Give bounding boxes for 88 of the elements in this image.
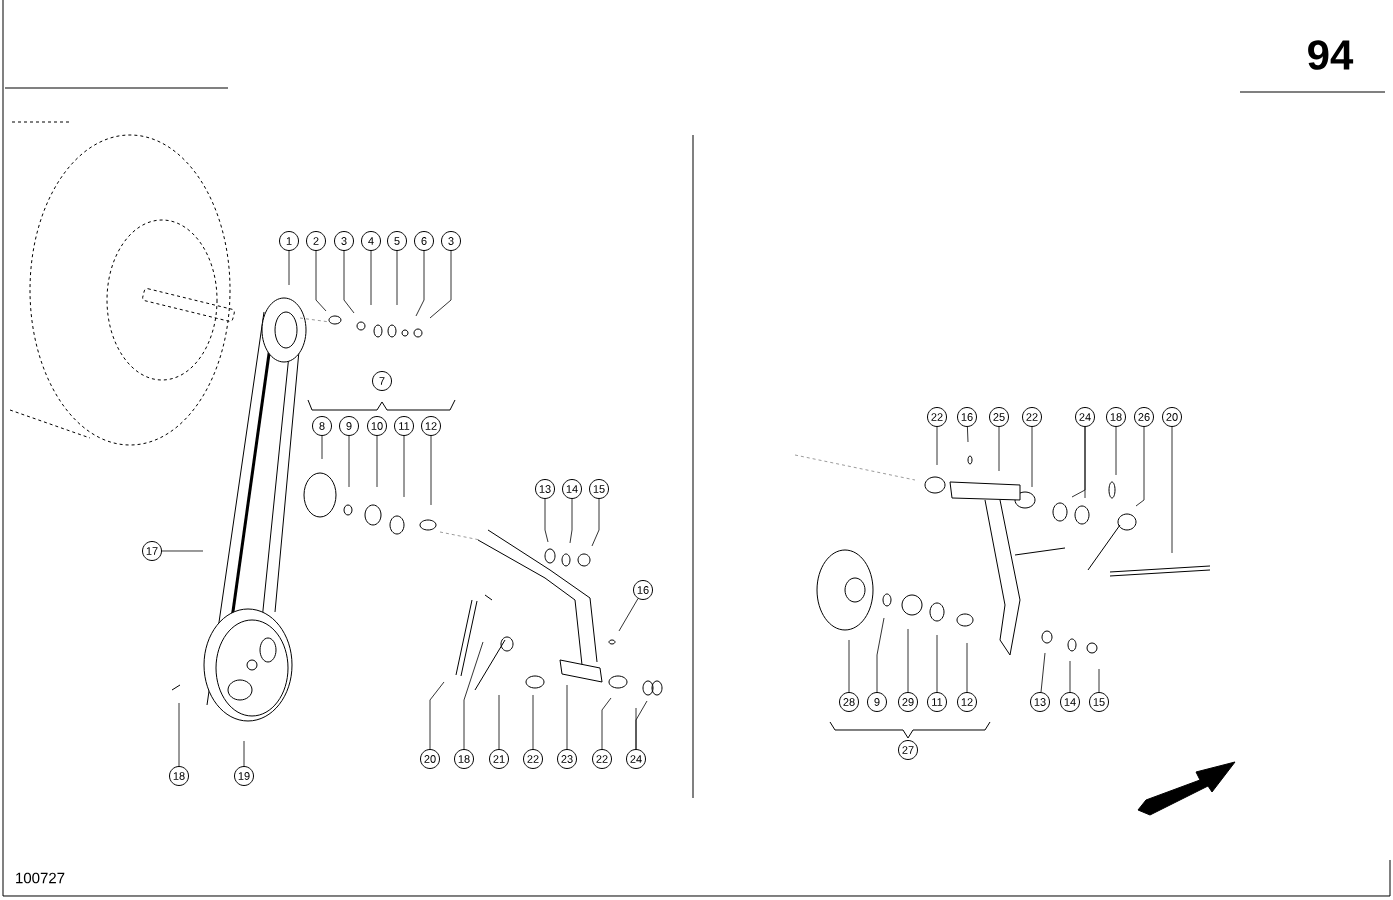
- callout-number: 14: [562, 479, 582, 499]
- callout-number: 21: [489, 749, 509, 769]
- callout-number: 14: [1060, 692, 1080, 712]
- callout-number: 3: [334, 231, 354, 251]
- callout-number: 5: [387, 231, 407, 251]
- callout-number: 20: [1162, 407, 1182, 427]
- callout-number: 18: [454, 749, 474, 769]
- leader-line: [1098, 668, 1100, 693]
- callout-number: 13: [1030, 692, 1050, 712]
- leader-line: [1069, 660, 1071, 693]
- callout-number: 7: [372, 371, 392, 391]
- callout-number: 22: [592, 749, 612, 769]
- callout-number: 1: [279, 231, 299, 251]
- page-number: 94: [1308, 40, 1354, 70]
- callout-number: 12: [421, 416, 441, 436]
- leader-line: [463, 641, 484, 750]
- callout-number: 22: [523, 749, 543, 769]
- callout-number: 11: [927, 692, 947, 712]
- leader-line: [618, 598, 639, 632]
- leader-line: [376, 435, 378, 488]
- leader-line: [429, 681, 445, 750]
- callout-number: 15: [589, 479, 609, 499]
- leader-line: [591, 498, 600, 547]
- leader-line: [396, 250, 398, 306]
- callout-number: 3: [441, 231, 461, 251]
- callout-number: 22: [1022, 407, 1042, 427]
- leader-line: [243, 740, 245, 767]
- leader-line: [348, 435, 350, 488]
- leader-line: [936, 426, 938, 466]
- callout-number: 24: [626, 749, 646, 769]
- leader-line: [161, 550, 204, 552]
- callout-number: 2: [306, 231, 326, 251]
- callout-number: 18: [169, 766, 189, 786]
- leader-line: [848, 639, 850, 693]
- callout-number: 12: [957, 692, 977, 712]
- leader-line: [967, 426, 969, 443]
- leader-line: [1084, 426, 1086, 499]
- leader-line: [601, 697, 612, 750]
- callout-number: 27: [898, 740, 918, 760]
- callout-number: 25: [989, 407, 1009, 427]
- callout-number: 24: [1075, 407, 1095, 427]
- callout-number: 13: [535, 479, 555, 499]
- callout-number: 4: [361, 231, 381, 251]
- leader-line: [998, 426, 1000, 472]
- callout-number: 29: [898, 692, 918, 712]
- leader-line: [566, 684, 568, 750]
- callout-number: 16: [633, 580, 653, 600]
- callout-number: 15: [1089, 692, 1109, 712]
- callout-number: 9: [339, 416, 359, 436]
- leader-line: [876, 617, 885, 693]
- leader-line: [429, 250, 452, 319]
- callout-number: 8: [312, 416, 332, 436]
- callout-number: 23: [557, 749, 577, 769]
- leader-line: [1171, 426, 1173, 554]
- callout-number: 28: [839, 692, 859, 712]
- leader-line: [1040, 652, 1046, 693]
- drawing-number: 100727: [16, 872, 65, 884]
- leader-line: [430, 435, 432, 506]
- callout-number: 6: [414, 231, 434, 251]
- leader-line: [370, 250, 372, 306]
- leader-line: [321, 435, 323, 460]
- leader-line: [936, 634, 938, 693]
- leader-line: [315, 250, 327, 312]
- leader-line: [966, 642, 968, 693]
- leader-line: [635, 700, 648, 750]
- leader-line: [403, 435, 405, 498]
- callout-number: 26: [1134, 407, 1154, 427]
- callout-number: 18: [1106, 407, 1126, 427]
- callout-number: 11: [394, 416, 414, 436]
- callout-number: 19: [234, 766, 254, 786]
- leader-line: [415, 250, 425, 317]
- leader-line: [544, 498, 549, 543]
- callout-number: 22: [927, 407, 947, 427]
- leader-line: [532, 694, 534, 750]
- callout-number: 20: [420, 749, 440, 769]
- leader-line: [569, 498, 573, 544]
- leader-line: [288, 250, 290, 286]
- leader-line: [178, 702, 180, 767]
- leader-line: [1115, 426, 1117, 476]
- callout-number: 16: [957, 407, 977, 427]
- callout-number: 17: [142, 541, 162, 561]
- leader-line: [907, 628, 909, 693]
- leader-line: [498, 694, 500, 750]
- leader-line: [1031, 426, 1033, 488]
- callout-number: 9: [867, 692, 887, 712]
- callout-number: 10: [367, 416, 387, 436]
- leader-line: [343, 250, 355, 314]
- leader-line: [1135, 426, 1145, 507]
